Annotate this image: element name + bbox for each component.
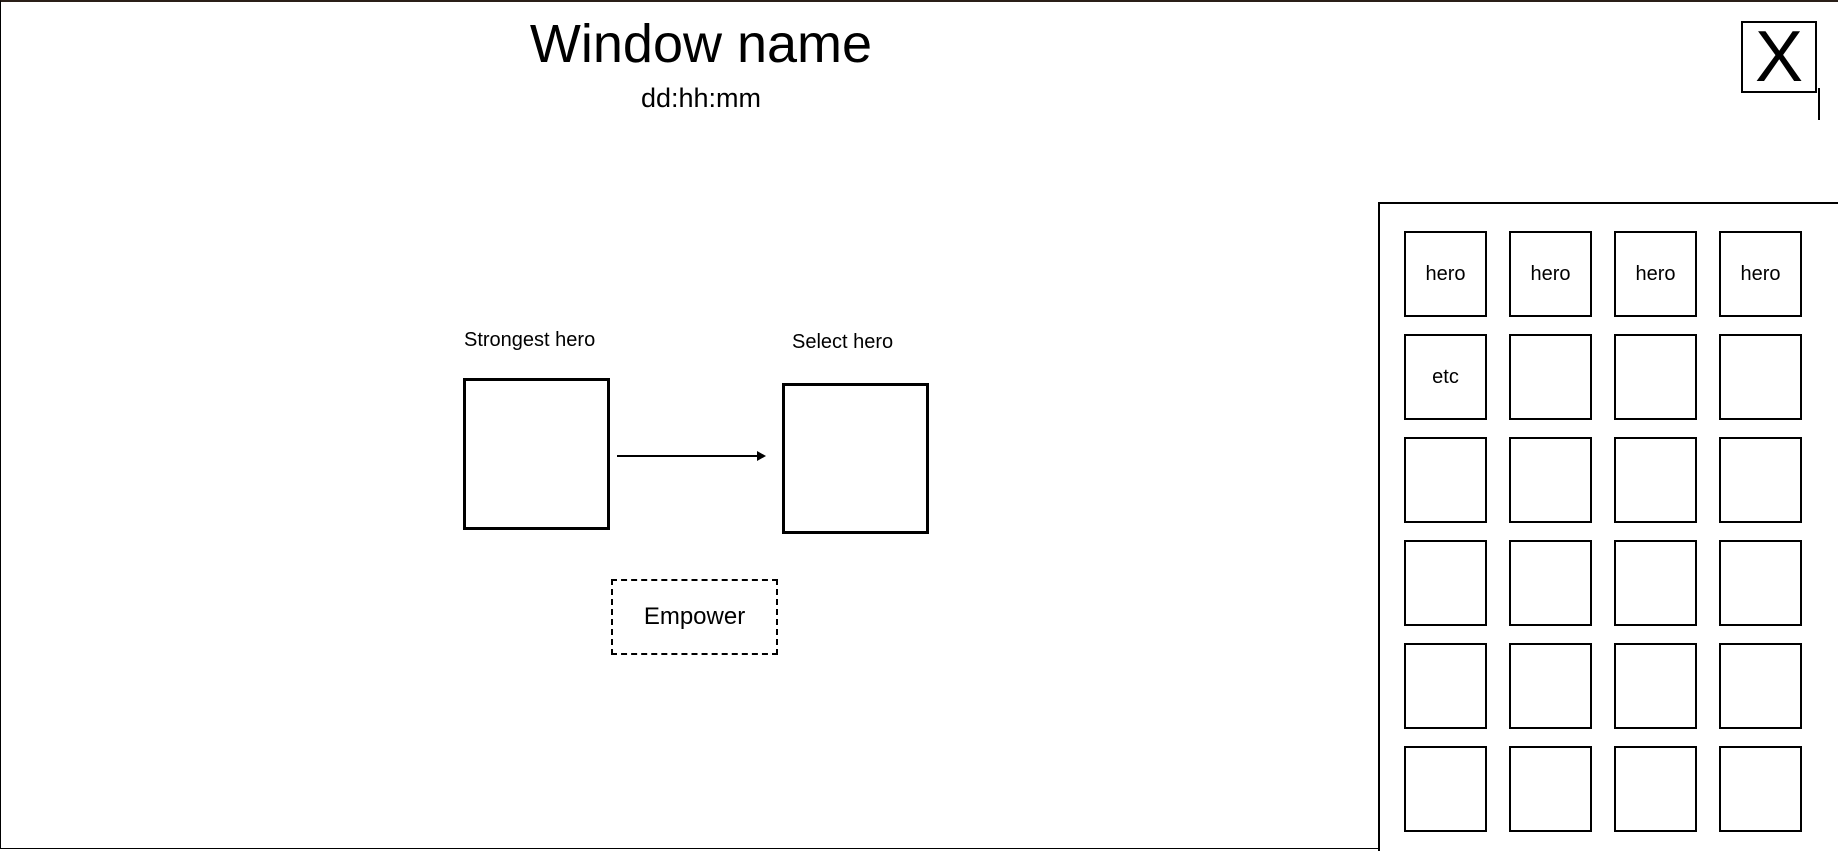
hero-cell[interactable]: [1404, 643, 1487, 729]
strongest-hero-slot[interactable]: [463, 378, 610, 530]
hero-cell[interactable]: [1719, 746, 1802, 832]
hero-cell[interactable]: hero: [1614, 231, 1697, 317]
hero-cell[interactable]: [1509, 437, 1592, 523]
hero-cell[interactable]: [1404, 540, 1487, 626]
hero-cell[interactable]: [1719, 643, 1802, 729]
hero-cell[interactable]: [1509, 540, 1592, 626]
hero-cell[interactable]: [1614, 746, 1697, 832]
hero-list-panel: hero hero hero hero etc: [1378, 202, 1838, 851]
hero-cell[interactable]: [1719, 437, 1802, 523]
select-hero-label: Select hero: [792, 331, 894, 353]
empower-button[interactable]: Empower: [611, 579, 778, 655]
hero-cell[interactable]: [1614, 334, 1697, 420]
hero-cell[interactable]: hero: [1509, 231, 1592, 317]
hero-cell[interactable]: etc: [1404, 334, 1487, 420]
hero-cell[interactable]: [1614, 643, 1697, 729]
hero-cell[interactable]: [1509, 746, 1592, 832]
hero-cell[interactable]: hero: [1719, 231, 1802, 317]
close-button[interactable]: X: [1741, 21, 1817, 93]
countdown-timer: dd:hh:mm: [640, 83, 762, 113]
hero-grid: hero hero hero hero etc: [1404, 231, 1802, 832]
hero-cell[interactable]: [1404, 437, 1487, 523]
hero-cell[interactable]: [1719, 540, 1802, 626]
window-title: Window name: [529, 14, 873, 74]
hero-cell[interactable]: [1509, 643, 1592, 729]
hero-cell[interactable]: [1614, 540, 1697, 626]
hero-cell[interactable]: [1509, 334, 1592, 420]
hero-cell[interactable]: hero: [1404, 231, 1487, 317]
hero-cell[interactable]: [1719, 334, 1802, 420]
select-hero-slot[interactable]: [782, 383, 929, 534]
arrow-right-icon: [617, 451, 766, 461]
hero-cell[interactable]: [1614, 437, 1697, 523]
strongest-hero-label: Strongest hero: [464, 329, 596, 351]
hero-cell[interactable]: [1404, 746, 1487, 832]
divider-line: [1818, 88, 1820, 120]
